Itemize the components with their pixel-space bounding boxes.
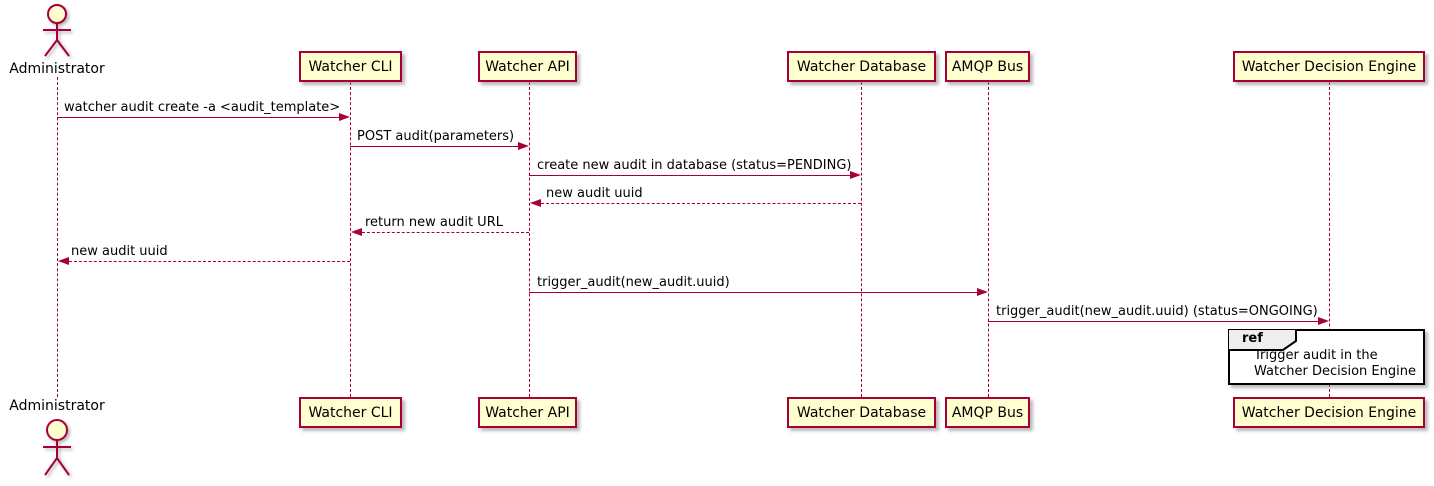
actor-icon — [43, 4, 71, 57]
lifeline-amqp-bus — [988, 82, 989, 397]
ref-text: Trigger audit in the Watcher Decision En… — [1254, 348, 1416, 380]
participant-watcher-decision-engine-top: Watcher Decision Engine — [1233, 51, 1425, 82]
ref-text-line1: Trigger audit in the — [1254, 348, 1378, 363]
arrowhead-icon — [977, 288, 988, 296]
message-label: trigger_audit(new_audit.uuid) — [537, 275, 730, 290]
actor-icon — [43, 419, 71, 476]
participant-watcher-cli-bottom: Watcher CLI — [299, 397, 402, 428]
ref-keyword: ref — [1242, 331, 1263, 346]
participant-watcher-api-bottom: Watcher API — [478, 397, 577, 428]
actor-label-top: Administrator — [9, 61, 105, 77]
message-arrow — [529, 292, 982, 293]
message-return-arrow — [64, 261, 350, 262]
lifeline-watcher-database — [861, 82, 862, 397]
ref-fragment: ref Trigger audit in the Watcher Decisio… — [1228, 329, 1425, 385]
arrowhead-icon — [339, 113, 350, 121]
actor-label-bottom: Administrator — [9, 398, 105, 414]
participant-watcher-database-bottom: Watcher Database — [787, 397, 936, 428]
message-arrow — [988, 321, 1323, 322]
lifeline-administrator — [57, 77, 58, 397]
message-arrow — [529, 175, 855, 176]
message-label: return new audit URL — [365, 215, 503, 230]
message-label: trigger_audit(new_audit.uuid) (status=ON… — [996, 304, 1318, 319]
message-label: POST audit(parameters) — [357, 129, 515, 144]
ref-header-shape — [1228, 329, 1297, 351]
message-label: watcher audit create -a <audit_template> — [64, 100, 341, 115]
message-label: new audit uuid — [71, 244, 168, 259]
arrowhead-icon — [1318, 317, 1329, 325]
participant-watcher-decision-engine-bottom: Watcher Decision Engine — [1233, 397, 1425, 428]
message-return-arrow — [536, 203, 861, 204]
participant-watcher-database-top: Watcher Database — [787, 51, 936, 82]
lifeline-watcher-api — [529, 82, 530, 397]
lifeline-watcher-cli — [350, 82, 351, 397]
message-arrow — [350, 146, 523, 147]
arrowhead-icon — [518, 142, 529, 150]
arrowhead-icon — [58, 257, 69, 265]
arrowhead-icon — [530, 199, 541, 207]
arrowhead-icon — [351, 228, 362, 236]
participant-amqp-bus-bottom: AMQP Bus — [945, 397, 1030, 428]
message-label: create new audit in database (status=PEN… — [537, 158, 852, 173]
arrowhead-icon — [850, 171, 861, 179]
participant-watcher-cli-top: Watcher CLI — [299, 51, 402, 82]
message-return-arrow — [357, 232, 529, 233]
message-arrow — [57, 117, 344, 118]
lifeline-watcher-decision-engine — [1329, 82, 1330, 397]
message-label: new audit uuid — [546, 186, 643, 201]
ref-text-line2: Watcher Decision Engine — [1254, 364, 1416, 379]
participant-watcher-api-top: Watcher API — [478, 51, 577, 82]
participant-amqp-bus-top: AMQP Bus — [945, 51, 1030, 82]
